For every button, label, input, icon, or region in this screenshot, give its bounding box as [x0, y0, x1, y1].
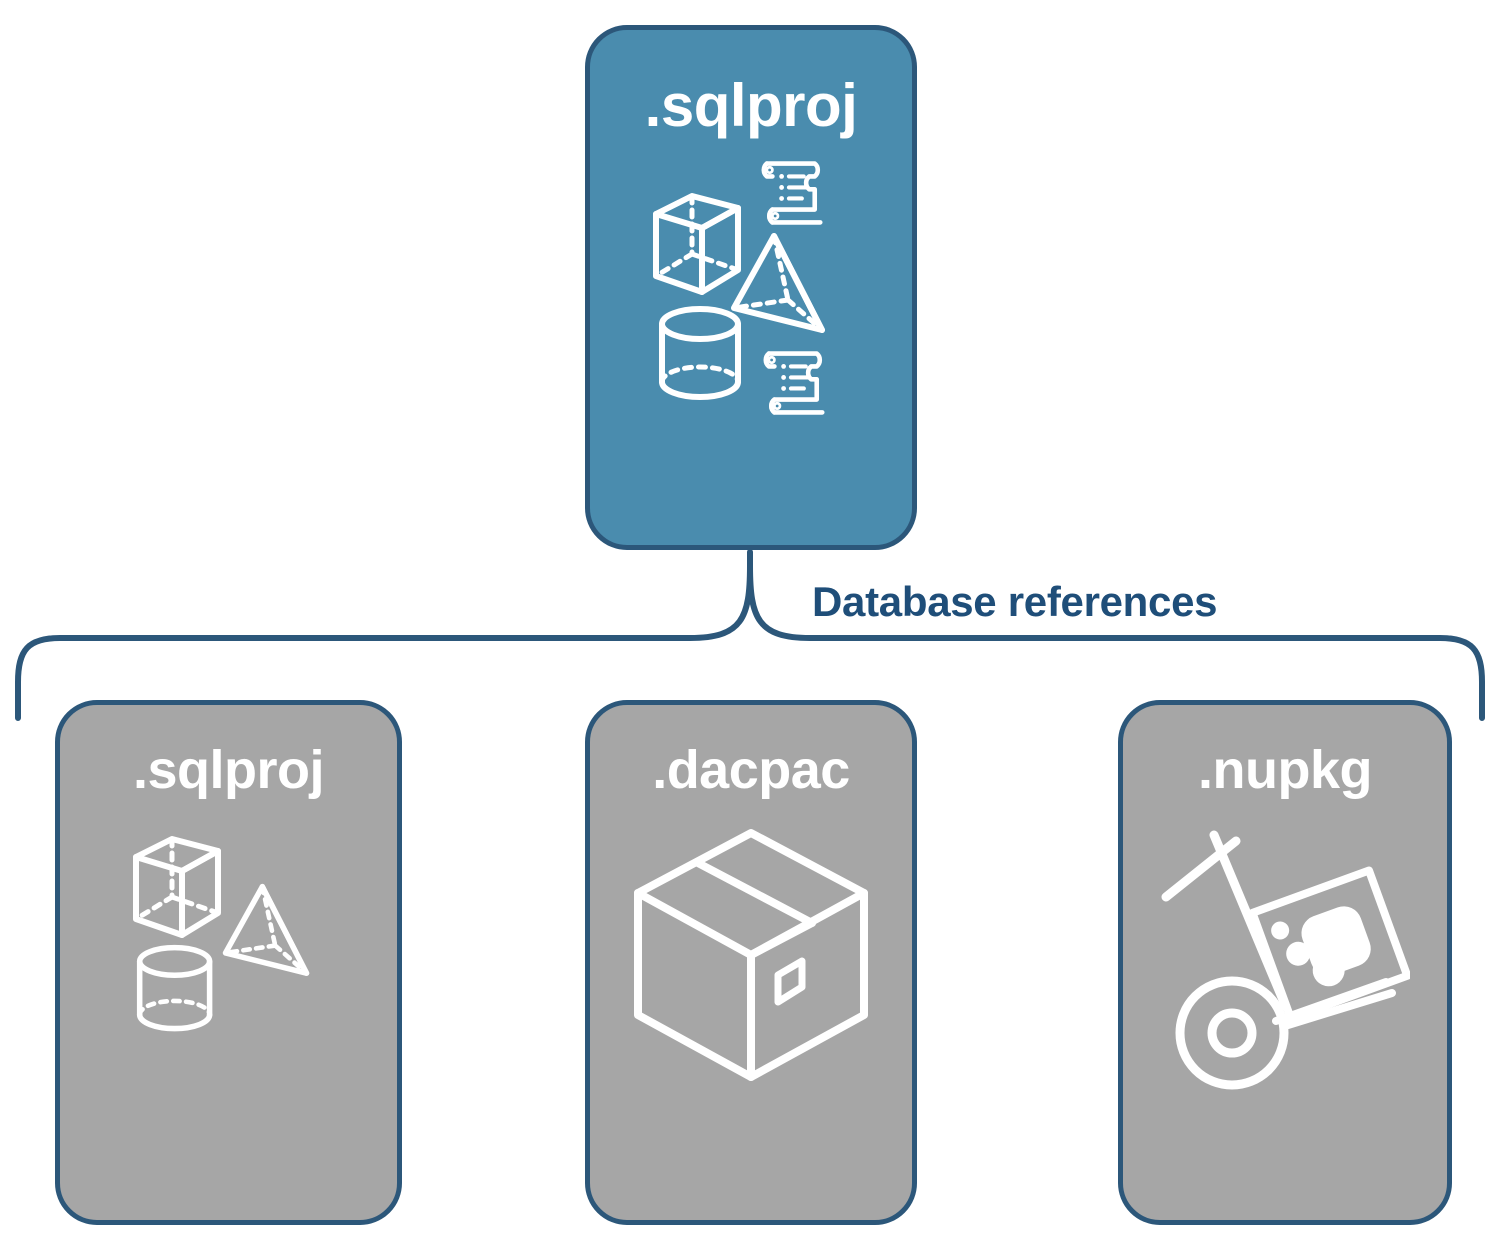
card-reference-dacpac-artwork — [626, 825, 876, 1085]
cylinder-wireframe-icon — [136, 944, 212, 1032]
cube-wireframe-icon — [653, 193, 741, 295]
card-reference-nupkg[interactable]: .nupkg — [1118, 700, 1452, 1225]
connector-label: Database references — [812, 578, 1218, 625]
card-reference-nupkg-artwork — [1160, 827, 1412, 1092]
card-reference-dacpac-title: .dacpac — [652, 740, 850, 800]
card-root-sqlproj[interactable]: .sqlproj — [585, 25, 917, 550]
card-root-title: .sqlproj — [644, 72, 858, 139]
card-reference-nupkg-title: .nupkg — [1198, 740, 1372, 800]
card-reference-sqlproj[interactable]: .sqlproj — [55, 700, 402, 1225]
shipping-box-icon — [634, 829, 868, 1081]
bracket-left-arm — [15, 563, 753, 721]
card-root-artwork — [636, 152, 866, 432]
pyramid-wireframe-icon — [222, 883, 309, 976]
pyramid-wireframe-icon — [731, 233, 825, 333]
cube-wireframe-icon — [132, 836, 221, 938]
hand-truck-package-icon — [1161, 830, 1412, 1090]
card-reference-sqlproj-artwork — [124, 833, 334, 1043]
card-reference-sqlproj-title: .sqlproj — [132, 740, 325, 800]
cylinder-wireframe-icon — [659, 306, 741, 400]
scroll-icon — [763, 351, 825, 415]
scroll-icon — [761, 161, 823, 225]
card-reference-dacpac[interactable]: .dacpac — [585, 700, 917, 1225]
